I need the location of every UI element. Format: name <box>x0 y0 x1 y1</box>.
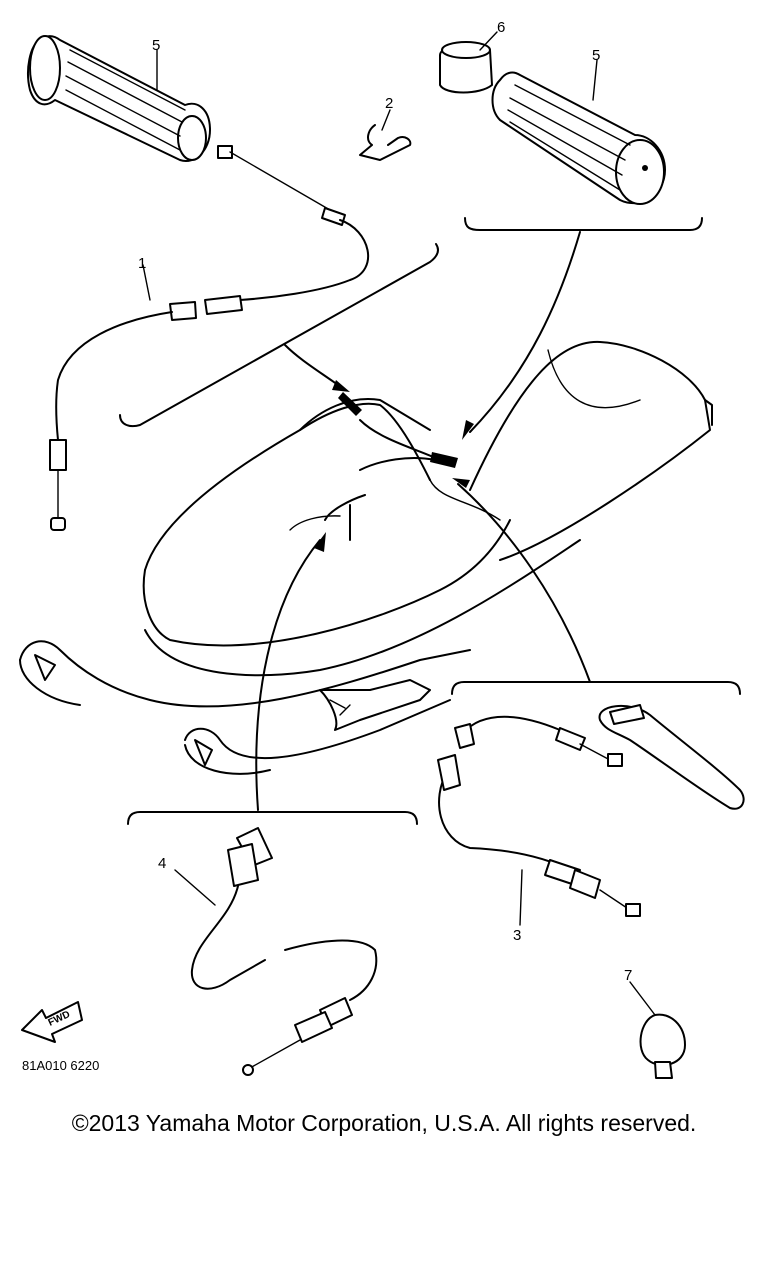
callout-2: 2 <box>385 95 393 112</box>
parts-diagram: FWD 5 1 2 6 5 4 3 7 81A010 6220 <box>19 19 745 1079</box>
copyright-notice: ©2013 Yamaha Motor Corporation, U.S.A. A… <box>71 1110 697 1136</box>
callout-1: 1 <box>138 255 146 272</box>
drawing-code: 81A010 6220 <box>22 1058 99 1073</box>
choke-cable <box>190 827 378 1076</box>
group-bracket-left <box>119 243 439 428</box>
pointer-arrows <box>255 231 591 811</box>
fwd-arrow-icon: FWD <box>21 1001 83 1043</box>
snowmobile-body <box>19 340 713 775</box>
clip-part-2 <box>359 124 412 161</box>
grip-right <box>491 71 666 205</box>
brake-cable <box>437 715 641 917</box>
collar-part-6 <box>439 41 493 94</box>
grip-left <box>27 35 211 162</box>
brake-lever <box>598 704 745 810</box>
group-bracket-bottom-left <box>127 811 418 825</box>
group-bracket-right <box>464 217 703 231</box>
callout-3: 3 <box>513 927 521 944</box>
callout-6: 6 <box>497 19 505 36</box>
callout-5-left: 5 <box>152 37 160 54</box>
throttle-cable <box>49 145 369 531</box>
callout-7: 7 <box>624 967 632 984</box>
ring-part-7 <box>639 1013 686 1079</box>
callout-5-right: 5 <box>592 47 600 64</box>
leader-lines <box>142 31 656 1016</box>
callout-4: 4 <box>158 855 166 872</box>
group-bracket-bottom-right <box>451 681 741 695</box>
